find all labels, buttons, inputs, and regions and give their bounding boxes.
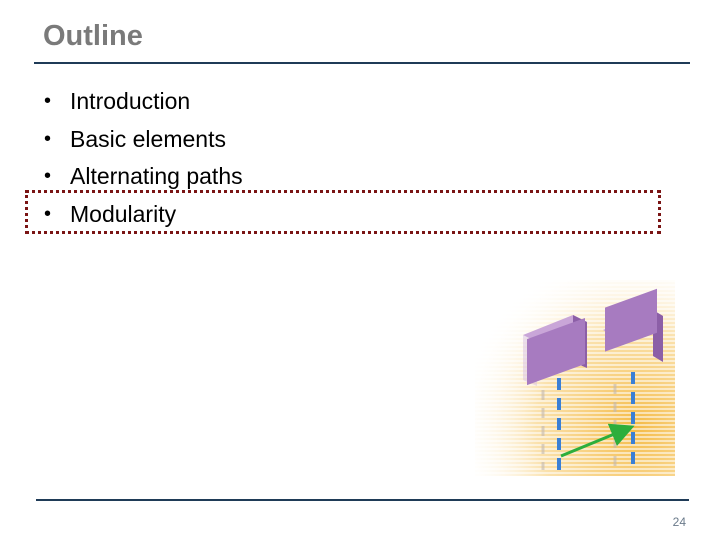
bullet-icon: • xyxy=(44,127,52,150)
title-divider xyxy=(34,62,690,64)
outline-item-alternating-paths: • Alternating paths xyxy=(44,161,243,199)
outline-item-basic-elements: • Basic elements xyxy=(44,124,243,162)
page-number: 24 xyxy=(672,515,686,529)
message-sequence-illustration xyxy=(475,280,675,476)
bullet-icon: • xyxy=(44,202,52,225)
outline-item-label: Introduction xyxy=(70,88,191,114)
slide-title: Outline xyxy=(43,20,143,52)
footer-divider xyxy=(36,499,689,501)
outline-item-label: Alternating paths xyxy=(70,163,243,189)
current-section-highlight xyxy=(25,190,661,234)
outline-item-label: Modularity xyxy=(70,200,177,227)
outline-item-label: Basic elements xyxy=(70,125,226,152)
bullet-icon: • xyxy=(44,165,52,187)
outline-item-modularity: • Modularity xyxy=(44,199,243,237)
bullet-icon: • xyxy=(44,90,52,112)
outline-list: • Introduction • Basic elements • Altern… xyxy=(44,86,243,236)
message-arrow xyxy=(560,423,635,458)
outline-item-introduction: • Introduction xyxy=(44,86,243,124)
sequence-block-left xyxy=(523,315,587,386)
sequence-block-right xyxy=(603,288,663,362)
